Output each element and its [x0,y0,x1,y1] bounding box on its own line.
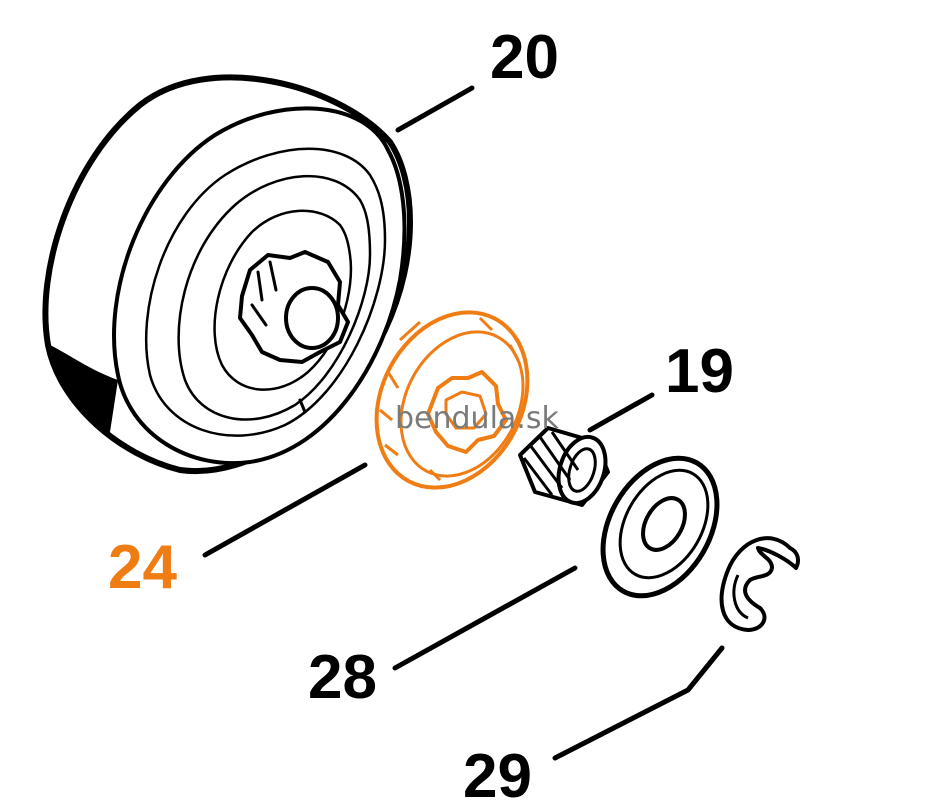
watermark: bendula.sk [395,401,559,436]
callout-29: 29 [463,742,532,805]
leader-20 [395,85,475,133]
drum-side-band [50,345,118,432]
leader-24 [202,462,368,558]
callout-28: 28 [308,643,377,712]
callout-24: 24 [108,533,177,602]
callout-19: 19 [665,337,734,406]
leader-lines [202,85,725,761]
callout-20: 20 [490,23,559,92]
leader-19 [587,392,655,433]
leader-28 [392,565,578,671]
washer [600,455,720,599]
drum-hub-bore [284,286,340,350]
e-clip [719,536,800,632]
leader-29 [552,645,725,761]
spur-sprocket [374,310,530,490]
needle-cage [518,426,610,507]
clutch-drum [42,74,413,475]
